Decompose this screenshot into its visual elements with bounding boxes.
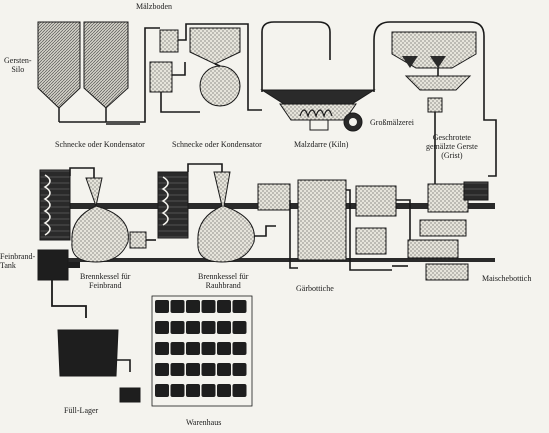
cask xyxy=(170,342,185,355)
cask xyxy=(201,384,216,397)
cask xyxy=(155,321,169,334)
label-grist: Geschrotete gemälzte Gerste (Grist) xyxy=(426,133,478,160)
fuell-lager-tank xyxy=(57,329,141,403)
cask xyxy=(232,300,247,313)
label-malzdarre: Malzdarre (Kiln) xyxy=(294,140,349,149)
cask xyxy=(232,342,247,355)
cask xyxy=(186,300,200,313)
label-full-lager: Füll-Lager xyxy=(64,406,99,415)
label-warenhaus: Warenhaus xyxy=(186,418,222,427)
gaerbottiche-vats xyxy=(257,179,397,261)
still-2-pipes xyxy=(187,163,276,237)
still-rauhbrand xyxy=(197,171,255,263)
label-brennkessel-rauhbrand: Brennkessel für Rauhbrand xyxy=(198,272,249,290)
cask xyxy=(170,384,185,397)
grossmaelzerei-pipes xyxy=(373,21,497,150)
cask xyxy=(232,384,247,397)
maischebottich-pipes xyxy=(392,112,497,267)
cask xyxy=(170,321,185,334)
warenhaus-casks xyxy=(151,295,253,407)
feinbrand-tank xyxy=(37,249,80,281)
kiln-pipe xyxy=(261,21,375,92)
label-gersten-silo: Gersten- Silo xyxy=(4,56,32,74)
label-feinbrand-tank: Feinbrand- Tank xyxy=(0,252,36,270)
filling-pipe xyxy=(51,280,87,318)
label-maelzboden: Mälzboden xyxy=(136,2,172,11)
grossmaelzerei-hoppers xyxy=(391,31,477,113)
cask xyxy=(201,321,216,334)
cask xyxy=(186,342,200,355)
label-gaerbottiche: Gärbottiche xyxy=(296,284,334,293)
cask xyxy=(217,363,231,376)
cask xyxy=(217,300,231,313)
cask xyxy=(155,300,169,313)
label-grossmaelzerei: Großmälzerei xyxy=(370,118,414,127)
cask-rows xyxy=(155,300,247,397)
label-brennkessel-feinbrand: Brennkessel für Feinbrand xyxy=(80,272,131,290)
still-feinbrand xyxy=(71,177,147,263)
malzdarre-kiln xyxy=(260,89,376,132)
maelzboden-pipes xyxy=(160,23,262,113)
cask xyxy=(170,363,185,376)
cask xyxy=(155,342,169,355)
gersten-silo-left xyxy=(37,21,81,122)
cask xyxy=(232,363,247,376)
maelzboden-tanks xyxy=(149,27,241,107)
cask xyxy=(170,300,185,313)
label-schnecke-2: Schnecke oder Kondensator xyxy=(172,140,262,149)
cask xyxy=(217,321,231,334)
cask xyxy=(201,300,216,313)
cask xyxy=(186,363,200,376)
gersten-silo-right xyxy=(83,21,129,122)
label-schnecke-1: Schnecke oder Kondensator xyxy=(55,140,145,149)
still-1-pipes xyxy=(69,167,156,241)
cask xyxy=(155,363,169,376)
condenser-1 xyxy=(39,169,71,241)
cask xyxy=(201,342,216,355)
cask xyxy=(186,321,200,334)
condenser-2 xyxy=(157,171,189,239)
cask xyxy=(186,384,200,397)
gaerbottiche-pipes xyxy=(289,189,411,271)
cask xyxy=(217,342,231,355)
silo-transfer-pipe xyxy=(59,27,160,125)
cask xyxy=(155,384,169,397)
label-maischebottich: Maischebottich xyxy=(482,274,532,283)
cask xyxy=(201,363,216,376)
cask xyxy=(232,321,247,334)
maischebottich xyxy=(407,181,489,281)
cask xyxy=(217,384,231,397)
